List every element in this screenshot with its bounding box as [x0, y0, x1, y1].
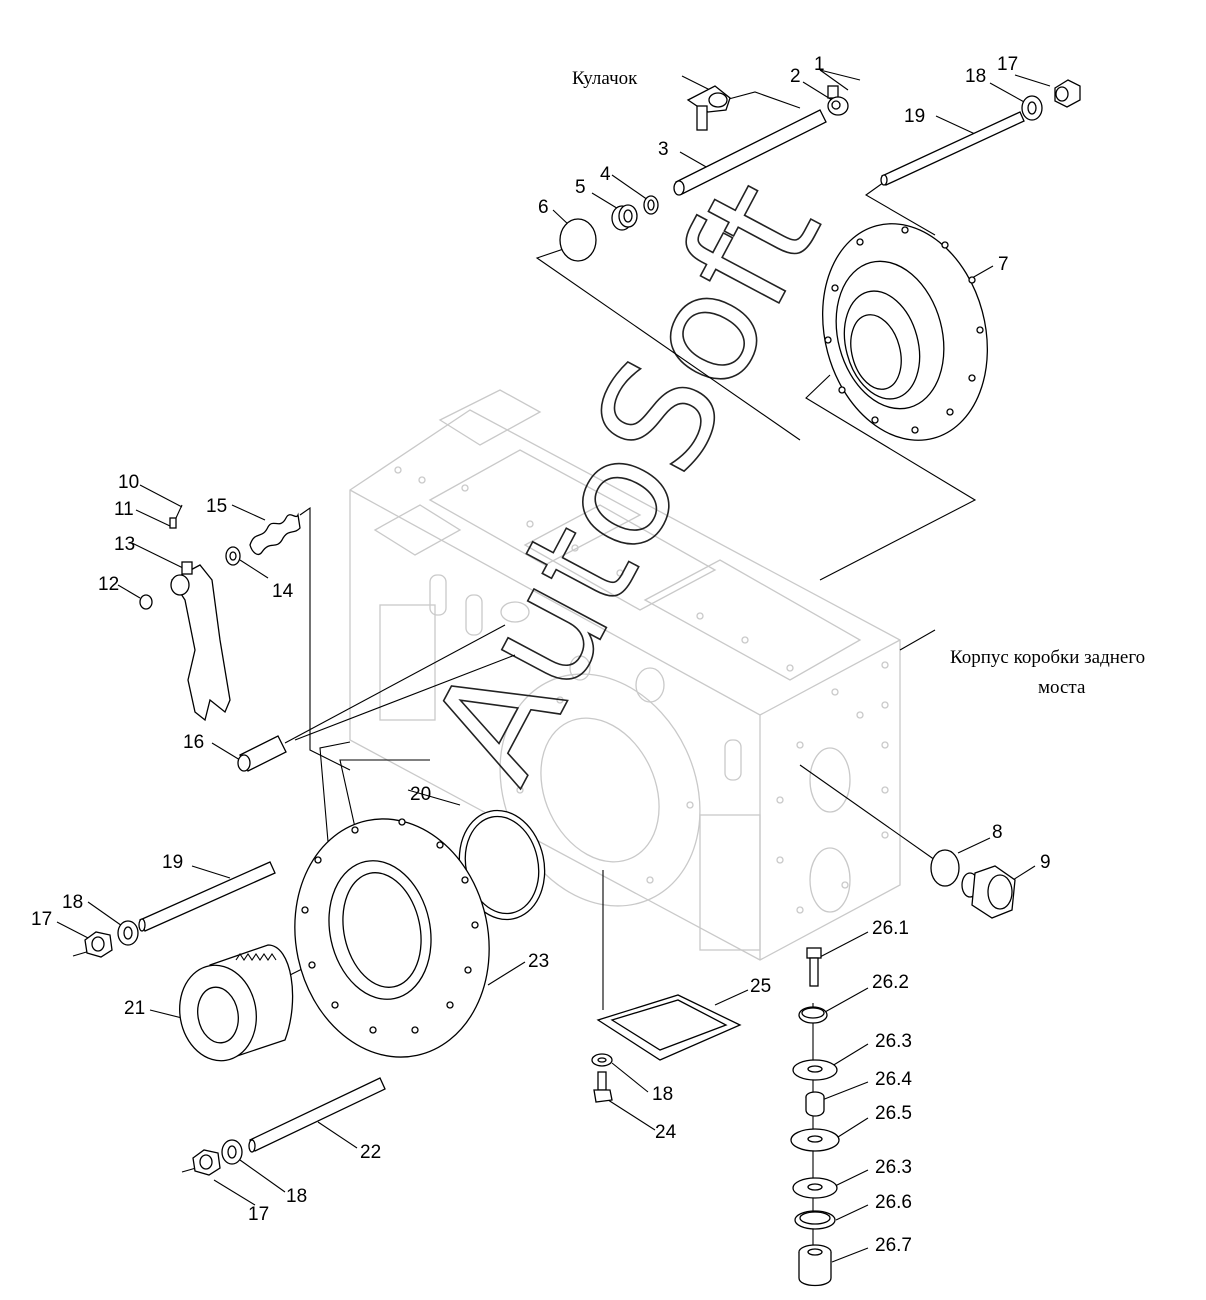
label-17-bottom: 17 — [248, 1204, 269, 1225]
label-26-3-b: 26.3 — [875, 1157, 912, 1178]
part-17-nut-lower — [192, 1149, 221, 1176]
part-18-washer-lower — [221, 1139, 243, 1165]
part-13-fork-lever — [170, 561, 231, 722]
part-18-washer-top — [1021, 95, 1043, 121]
label-16: 16 — [183, 732, 204, 753]
label-18-top: 18 — [965, 66, 986, 87]
part-20-snap-ring — [458, 809, 546, 921]
housing-caption-line1: Корпус коробки заднего — [950, 647, 1145, 668]
label-26-6: 26.6 — [875, 1192, 912, 1213]
part-26-6-seal — [794, 1210, 836, 1230]
label-19-left: 19 — [162, 852, 183, 873]
label-14: 14 — [272, 581, 294, 602]
label-26-3-a: 26.3 — [875, 1031, 912, 1052]
label-15: 15 — [206, 496, 227, 517]
part-26-drain-assembly — [790, 947, 840, 1287]
part-8-o-ring — [930, 849, 960, 887]
label-8: 8 — [992, 822, 1003, 843]
label-6: 6 — [538, 197, 549, 218]
housing-bolt-holes — [394, 466, 889, 914]
part-18-washer-left — [117, 920, 139, 946]
label-13: 13 — [114, 534, 135, 555]
label-23: 23 — [528, 951, 549, 972]
label-26-5: 26.5 — [875, 1103, 912, 1124]
part-26-1-bolt — [806, 947, 822, 987]
part-15-spring — [249, 512, 301, 556]
part-22-stud-lower — [248, 1077, 386, 1153]
label-21: 21 — [124, 998, 145, 1019]
part-5-bushing — [611, 204, 638, 231]
label-25: 25 — [750, 976, 771, 997]
part-25-gasket — [596, 994, 742, 1061]
housing-caption-line2: моста — [1038, 677, 1086, 698]
part-26-2-washer — [798, 1006, 828, 1024]
part-21-gear-coupling — [179, 944, 294, 1062]
label-17-left: 17 — [31, 909, 52, 930]
label-22: 22 — [360, 1142, 381, 1163]
part-18-washer-bottom — [591, 1053, 613, 1067]
part-26-4-valve — [805, 1091, 825, 1117]
part-26-3-washer-b — [792, 1177, 838, 1199]
part-10-pin — [175, 504, 183, 519]
housing-body — [349, 389, 901, 961]
label-26-4: 26.4 — [875, 1069, 912, 1090]
part-11-clip — [169, 517, 177, 529]
part-4-ring — [643, 195, 659, 215]
part-24-bolt — [593, 1071, 613, 1103]
part-12-ring — [139, 594, 153, 610]
flange-23-bolt-holes — [301, 818, 479, 1034]
label-19-top: 19 — [904, 106, 925, 127]
cam-caption: Кулачок — [572, 68, 638, 89]
part-23-flange — [294, 818, 490, 1058]
label-5: 5 — [575, 177, 586, 198]
part-17-nut-left — [84, 931, 113, 958]
part-6-o-ring — [559, 218, 597, 262]
label-10: 10 — [118, 472, 139, 493]
part-2-bushing — [827, 96, 849, 116]
part-17-nut-top — [1054, 79, 1081, 108]
label-4: 4 — [600, 164, 611, 185]
part-26-7-plug — [798, 1244, 832, 1287]
part-19-stud-left — [138, 861, 276, 932]
label-18-lower: 18 — [286, 1186, 307, 1207]
label-18-bottom: 18 — [652, 1084, 673, 1105]
part-26-5-washer — [790, 1128, 840, 1152]
label-18-left: 18 — [62, 892, 83, 913]
label-11: 11 — [114, 499, 134, 520]
label-26-1: 26.1 — [872, 918, 909, 939]
label-17-top: 17 — [997, 54, 1018, 75]
label-9: 9 — [1040, 852, 1051, 873]
cam-part — [686, 85, 731, 131]
part-1-pin — [827, 85, 839, 99]
label-1: 1 — [814, 54, 825, 75]
label-20: 20 — [410, 784, 431, 805]
label-26-2: 26.2 — [872, 972, 909, 993]
label-24: 24 — [655, 1122, 677, 1143]
part-9-plug — [961, 865, 1016, 919]
part-16-pin — [237, 735, 287, 772]
label-7: 7 — [998, 254, 1009, 275]
label-2: 2 — [790, 66, 801, 87]
label-3: 3 — [658, 139, 669, 160]
label-26-7: 26.7 — [875, 1235, 912, 1256]
part-26-3-washer-a — [792, 1059, 838, 1081]
part-7-flange-cover — [821, 223, 989, 441]
flange-7-bolt-holes — [824, 226, 984, 434]
label-12: 12 — [98, 574, 119, 595]
part-19-stud-top — [880, 111, 1025, 186]
part-3-shaft — [673, 109, 827, 196]
part-14-washer — [225, 546, 241, 566]
part-number-labels: 1 2 3 4 5 6 7 8 9 10 11 12 13 14 15 16 1… — [31, 54, 1051, 1256]
